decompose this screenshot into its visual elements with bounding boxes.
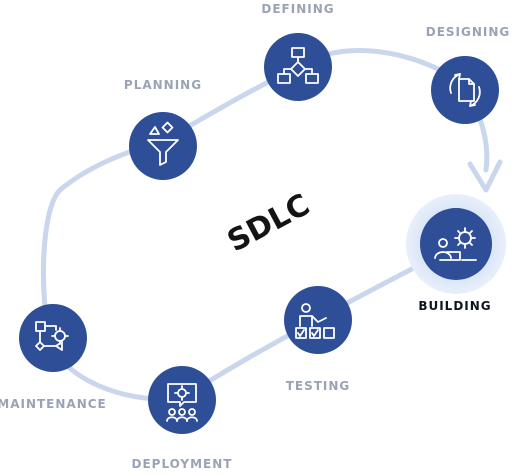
stage-defining[interactable]: DEFINING xyxy=(261,2,334,101)
cycle-arrowhead xyxy=(467,159,503,193)
document-cycle-icon xyxy=(449,73,481,107)
stage-planning[interactable]: PLANNING xyxy=(124,78,202,180)
stage-label-planning: PLANNING xyxy=(124,78,202,92)
stage-designing[interactable]: DESIGNING xyxy=(426,25,511,124)
workflow-gear-icon xyxy=(35,321,69,351)
stage-label-designing: DESIGNING xyxy=(426,25,511,39)
stage-testing[interactable]: TESTING xyxy=(284,286,352,393)
funnel-icon xyxy=(147,121,179,166)
diagram-title: SDLC xyxy=(222,187,316,259)
stage-label-maintenance: MAINTENANCE xyxy=(0,397,107,411)
team-gear-icon xyxy=(166,383,198,422)
flowchart-icon xyxy=(277,47,319,84)
developer-gear-icon xyxy=(434,227,477,261)
stage-label-testing: TESTING xyxy=(286,379,351,393)
stage-label-building: BUILDING xyxy=(418,299,491,313)
stage-deployment[interactable]: DEPLOYMENT xyxy=(131,366,232,471)
stage-label-defining: DEFINING xyxy=(261,2,334,16)
checklist-tester-icon xyxy=(295,303,335,339)
stage-label-deployment: DEPLOYMENT xyxy=(131,457,232,471)
stage-maintenance[interactable]: MAINTENANCE xyxy=(0,304,107,411)
stage-building[interactable]: BUILDING xyxy=(406,194,506,313)
